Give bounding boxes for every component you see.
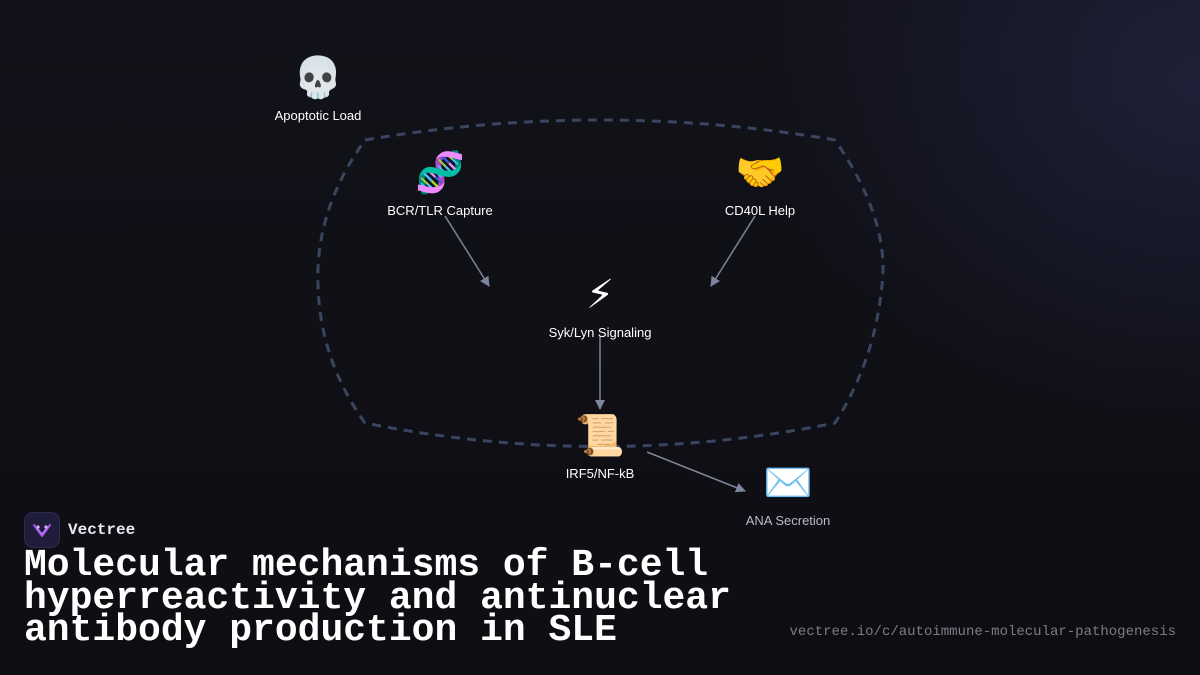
node-label: ANA Secretion (745, 513, 831, 528)
node-label: CD40L Help (724, 203, 796, 218)
node-apoptotic-load: 💀 Apoptotic Load (228, 54, 408, 123)
envelope-icon: ✉️ (763, 460, 813, 506)
vectree-logo-icon (24, 512, 60, 548)
node-syk-lyn-signaling: ⚡ Syk/Lyn Signaling (510, 271, 690, 340)
brand: Vectree (24, 512, 135, 548)
edge-irf5-to-ana (646, 451, 746, 493)
node-ana-secretion: ✉️ ANA Secretion (698, 459, 878, 528)
brand-name: Vectree (68, 521, 136, 539)
skull-icon: 💀 (293, 55, 343, 101)
scroll-icon: 📜 (575, 413, 625, 459)
node-label: Apoptotic Load (274, 108, 362, 123)
handshake-icon: 🤝 (735, 150, 785, 196)
node-label: BCR/TLR Capture (387, 203, 493, 218)
dna-icon: 🧬 (415, 150, 465, 196)
node-bcr-tlr-capture: 🧬 BCR/TLR Capture (350, 149, 530, 218)
edge-cd40l-to-syk (710, 215, 756, 287)
edge-bcr-to-syk (444, 215, 490, 287)
lightning-icon: ⚡ (585, 272, 615, 318)
node-irf5-nfkb: 📜 IRF5/NF-kB (510, 412, 690, 481)
node-label: IRF5/NF-kB (565, 466, 635, 481)
source-url: vectree.io/c/autoimmune-molecular-pathog… (789, 624, 1176, 640)
node-cd40l-help: 🤝 CD40L Help (670, 149, 850, 218)
page-title: Molecular mechanisms of B-cell hyperreac… (24, 544, 731, 652)
cell-boundary (316, 118, 885, 448)
node-label: Syk/Lyn Signaling (548, 325, 652, 340)
